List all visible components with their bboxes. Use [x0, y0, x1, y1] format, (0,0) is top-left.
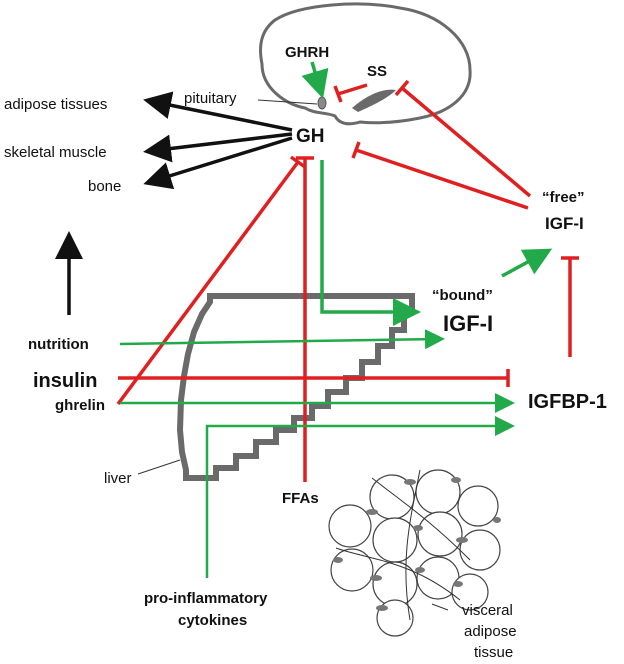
visceral-leader	[431, 603, 449, 611]
ffas-label: FFAs	[282, 490, 319, 507]
brain-outline	[259, 2, 472, 126]
cytokines-label-line1: pro-inflammatory	[144, 590, 268, 607]
brainstem-shape	[352, 89, 396, 112]
adipocyte-strands	[335, 469, 471, 621]
ghrelin-label: ghrelin	[55, 397, 105, 414]
arrow-nutrition-bound	[119, 329, 445, 350]
arrow-gh-muscle	[143, 132, 293, 163]
bound-igf-label: IGF-I	[443, 311, 493, 336]
free-quote-label: “free”	[542, 189, 585, 206]
arrow-gh-bound-igf	[320, 160, 421, 326]
arrow-ghrh-pituitary	[301, 61, 329, 99]
adipocyte-nuclei	[333, 477, 501, 611]
ghrh-label: GHRH	[285, 44, 329, 61]
bound-quote-label: “bound”	[432, 287, 493, 304]
skeletal-muscle-label: skeletal muscle	[4, 144, 107, 161]
ss-label: SS	[367, 63, 387, 80]
adipocyte-cluster	[328, 469, 501, 637]
free-igf-label: IGF-I	[545, 214, 584, 233]
inhibition-lines	[116, 79, 579, 482]
insulin-label: insulin	[33, 370, 97, 392]
arrow-gh-bone	[143, 136, 293, 190]
nutrition-label: nutrition	[28, 336, 89, 353]
bone-label: bone	[88, 178, 121, 195]
gh-label: GH	[296, 126, 325, 147]
adipose-tissues-label: adipose tissues	[4, 96, 107, 113]
liver-outline	[176, 293, 415, 481]
igfbp1-label: IGFBP-1	[528, 391, 607, 413]
arrow-cytokines-igfbp1	[205, 416, 515, 578]
liver-label: liver	[104, 470, 132, 487]
arrow-gh-adipose	[143, 91, 293, 132]
visceral-label-line1: visceral	[462, 602, 513, 619]
visceral-label-line3: tissue	[474, 644, 513, 661]
pituitary-gland	[317, 96, 327, 110]
cytokines-label-line2: cytokines	[178, 612, 247, 629]
arrow-bound-free	[501, 248, 553, 278]
pituitary-leader	[257, 99, 318, 105]
visceral-label-line2: adipose	[464, 623, 517, 640]
liver-leader	[137, 459, 181, 475]
pituitary-label: pituitary	[184, 90, 237, 107]
